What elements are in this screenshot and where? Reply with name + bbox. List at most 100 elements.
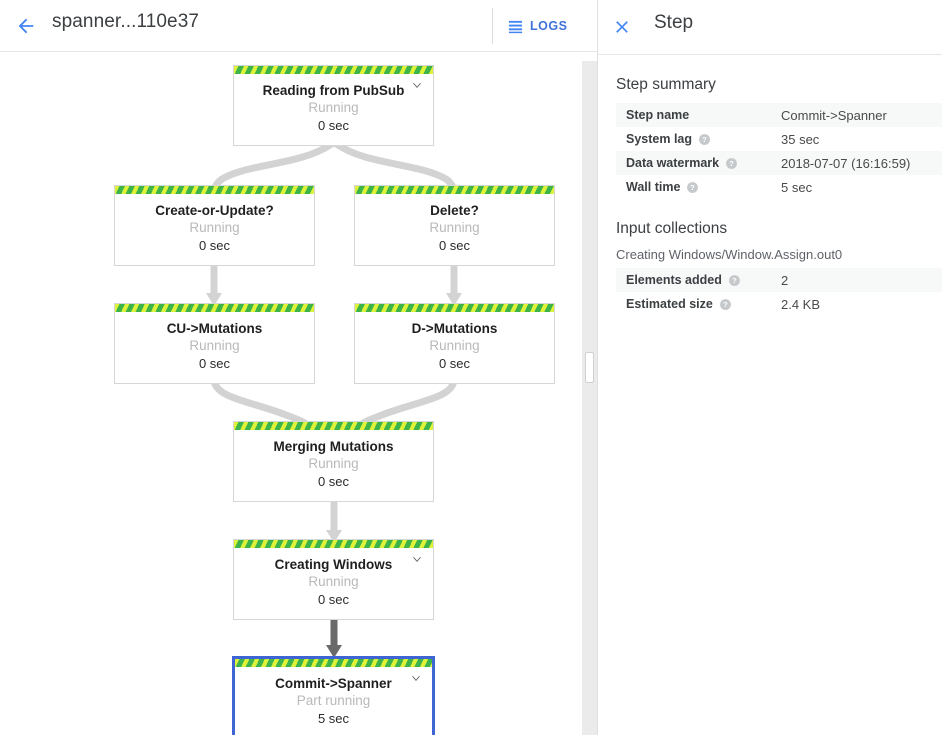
graph-node-create-or-update[interactable]: Create-or-Update? Running 0 sec <box>114 185 315 266</box>
node-body: Delete? Running 0 sec <box>355 194 554 265</box>
graph-node-reading-from-pubsub[interactable]: Reading from PubSub Running 0 sec <box>233 65 434 146</box>
node-body: CU->Mutations Running 0 sec <box>115 312 314 383</box>
node-status: Running <box>429 338 480 353</box>
svg-text:?: ? <box>732 276 737 285</box>
graph-edges <box>206 120 462 658</box>
arrow-left-icon <box>18 18 34 34</box>
help-icon[interactable]: ? <box>698 133 711 146</box>
node-title: Create-or-Update? <box>155 203 274 218</box>
graph-node-creating-windows[interactable]: Creating Windows Running 0 sec <box>233 539 434 620</box>
node-time: 0 sec <box>317 592 350 607</box>
node-title: Delete? <box>430 203 479 218</box>
row-key: Elements added ? <box>626 273 781 287</box>
help-icon[interactable]: ? <box>728 274 741 287</box>
row-value: 5 sec <box>781 179 813 195</box>
row-key: Step name <box>626 108 781 122</box>
node-time: 0 sec <box>317 474 350 489</box>
node-title: D->Mutations <box>411 321 498 336</box>
logs-button-label: LOGS <box>530 19 568 33</box>
node-body: Merging Mutations Running 0 sec <box>234 430 433 501</box>
svg-text:?: ? <box>723 300 728 309</box>
node-title: CU->Mutations <box>166 321 263 336</box>
graph-node-d-mutations[interactable]: D->Mutations Running 0 sec <box>354 303 555 384</box>
row-key-label: Wall time <box>626 180 681 194</box>
node-status: Running <box>189 220 240 235</box>
chevron-down-icon[interactable] <box>410 552 424 566</box>
node-status-stripe <box>115 304 314 312</box>
row-key-label: Elements added <box>626 273 722 287</box>
row-key: System lag ? <box>626 132 781 146</box>
table-row: Data watermark ? 2018-07-07 (16:16:59) <box>616 151 942 175</box>
row-value: Commit->Spanner <box>781 107 887 123</box>
page-title: spanner...110e37 <box>52 11 200 32</box>
scrollbar-thumb[interactable] <box>585 352 594 383</box>
table-row: Elements added ? 2 <box>616 268 942 292</box>
node-status-stripe <box>355 186 554 194</box>
node-time: 0 sec <box>317 118 350 133</box>
node-body: Creating Windows Running 0 sec <box>234 548 433 619</box>
toolbar-divider <box>492 8 493 44</box>
logs-icon <box>508 20 523 33</box>
row-key-label: Estimated size <box>626 297 713 311</box>
node-body: Reading from PubSub Running 0 sec <box>234 74 433 145</box>
node-status: Running <box>308 100 359 115</box>
node-time: 0 sec <box>198 238 231 253</box>
table-row: Step name Commit->Spanner <box>616 103 942 127</box>
node-status: Running <box>429 220 480 235</box>
node-title: Reading from PubSub <box>262 83 405 98</box>
node-status: Running <box>308 574 359 589</box>
close-icon <box>616 21 628 33</box>
node-status-stripe <box>115 186 314 194</box>
panel-header: Step <box>598 0 942 55</box>
graph-node-delete[interactable]: Delete? Running 0 sec <box>354 185 555 266</box>
row-value: 2 <box>781 272 789 288</box>
row-key-label: Step name <box>626 108 690 122</box>
step-details-pane: Step Step summary Step name Commit->Span… <box>597 0 942 735</box>
node-time: 0 sec <box>438 238 471 253</box>
node-body: Commit->Spanner Part running 5 sec <box>235 667 432 735</box>
row-value: 2018-07-07 (16:16:59) <box>781 155 911 171</box>
graph-node-cu-mutations[interactable]: CU->Mutations Running 0 sec <box>114 303 315 384</box>
row-key-label: System lag <box>626 132 693 146</box>
row-value: 35 sec <box>781 131 820 147</box>
chevron-down-icon[interactable] <box>409 671 423 685</box>
node-body: D->Mutations Running 0 sec <box>355 312 554 383</box>
step-summary-heading: Step summary <box>616 76 716 93</box>
graph-canvas[interactable]: Reading from PubSub Running 0 sec Create… <box>0 53 580 735</box>
help-icon[interactable]: ? <box>719 298 732 311</box>
job-graph-pane: spanner...110e37 LOGS <box>0 8 597 735</box>
node-status-stripe <box>235 659 432 667</box>
input-collections-table: Elements added ? 2 Estimated size ? 2.4 … <box>616 268 942 316</box>
svg-text:?: ? <box>702 135 707 144</box>
row-value: 2.4 KB <box>781 296 821 312</box>
help-icon[interactable]: ? <box>686 181 699 194</box>
node-status-stripe <box>355 304 554 312</box>
panel-title: Step <box>654 12 694 33</box>
node-time: 0 sec <box>198 356 231 371</box>
back-button[interactable] <box>10 10 42 42</box>
close-button[interactable] <box>607 12 637 42</box>
graph-node-merging-mutations[interactable]: Merging Mutations Running 0 sec <box>233 421 434 502</box>
step-summary-table: Step name Commit->Spanner System lag ? 3… <box>616 103 942 199</box>
table-row: Estimated size ? 2.4 KB <box>616 292 942 316</box>
row-key: Data watermark ? <box>626 156 781 170</box>
node-status-stripe <box>234 540 433 548</box>
node-status-stripe <box>234 66 433 74</box>
help-icon[interactable]: ? <box>725 157 738 170</box>
graph-node-commit-spanner[interactable]: Commit->Spanner Part running 5 sec <box>232 656 435 735</box>
node-time: 5 sec <box>317 711 350 726</box>
node-title: Commit->Spanner <box>275 676 392 691</box>
row-key: Wall time ? <box>626 180 781 194</box>
node-status: Running <box>189 338 240 353</box>
node-time: 0 sec <box>438 356 471 371</box>
table-row: Wall time ? 5 sec <box>616 175 942 199</box>
node-body: Create-or-Update? Running 0 sec <box>115 194 314 265</box>
input-collections-subtext: Creating Windows/Window.Assign.out0 <box>616 247 843 262</box>
chevron-down-icon[interactable] <box>410 78 424 92</box>
logs-button[interactable]: LOGS <box>508 13 567 39</box>
node-status: Running <box>308 456 359 471</box>
graph-vertical-scrollbar[interactable] <box>582 61 597 735</box>
svg-text:?: ? <box>691 183 696 192</box>
row-key-label: Data watermark <box>626 156 720 170</box>
table-row: System lag ? 35 sec <box>616 127 942 151</box>
